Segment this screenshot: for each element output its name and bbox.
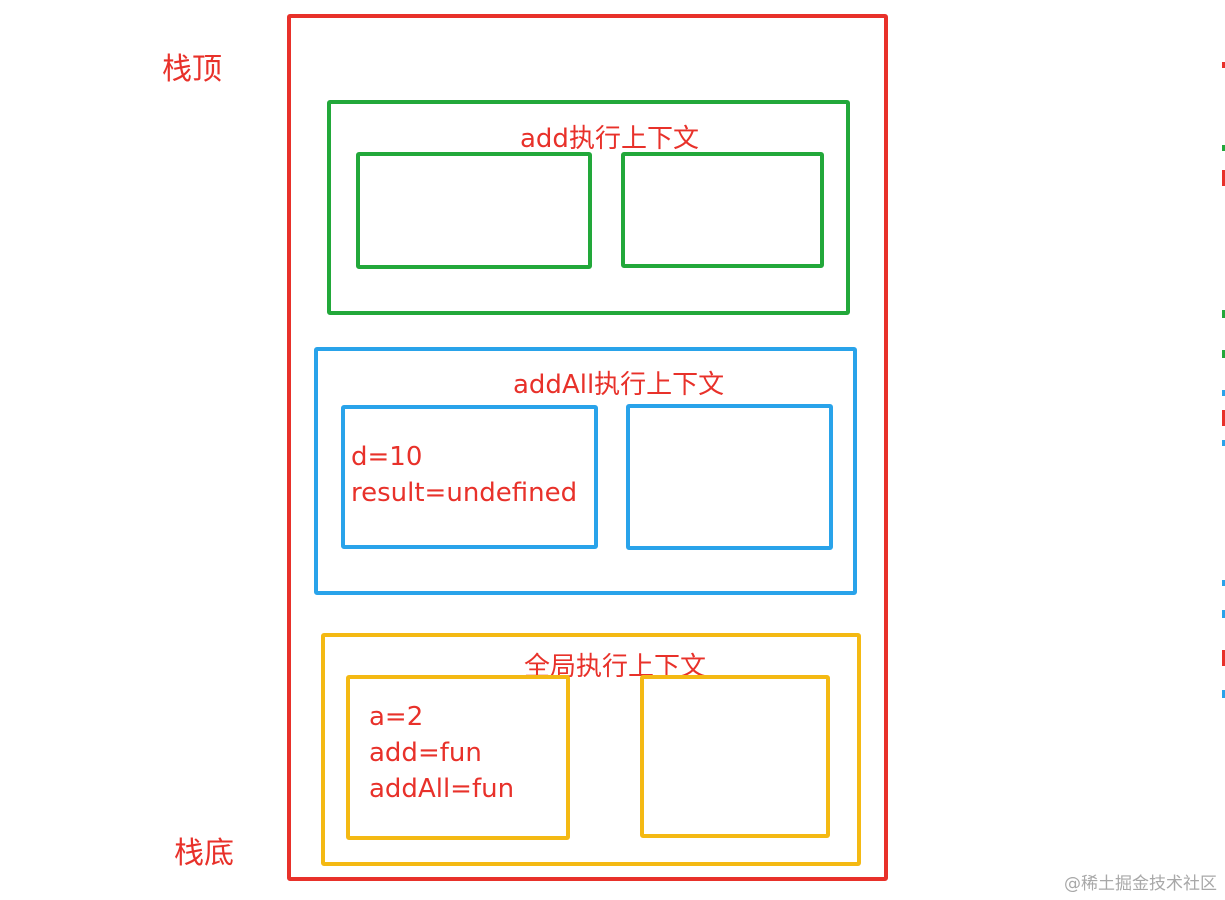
addall-variable-d: d=10 [351,442,423,472]
edge-mark [1222,440,1225,446]
stack-top-label: 栈顶 [162,52,222,87]
add-context-frame [327,100,850,315]
edge-mark [1222,62,1225,68]
call-stack-frame [287,14,888,881]
global-variable-add: add=fun [369,738,482,768]
global-variables: a=2 add=fun addAll=fun [369,699,514,807]
addall-variable-result: result=undefined [351,478,578,508]
add-context-title: add执行上下文 [520,124,699,154]
edge-mark [1222,350,1225,358]
add-variable-environment [356,152,592,269]
watermark: @稀土掘金技术社区 [1064,874,1217,894]
stack-bottom-label: 栈底 [174,836,234,871]
addall-variable-environment [341,405,598,549]
edge-mark [1222,310,1225,318]
edge-mark [1222,145,1225,151]
edge-mark [1222,390,1225,396]
edge-mark [1222,650,1225,666]
add-lexical-environment [621,152,824,268]
global-variable-addall: addAll=fun [369,774,515,804]
addall-variables: d=10 result=undefined [351,439,577,511]
global-lexical-environment [640,675,830,838]
edge-mark [1222,610,1225,618]
addall-lexical-environment [626,404,833,550]
edge-mark [1222,580,1225,586]
edge-mark [1222,690,1225,698]
global-variable-a: a=2 [369,702,424,732]
global-context-frame [321,633,861,866]
addall-context-frame [314,347,857,595]
edge-mark [1222,170,1225,186]
edge-mark [1222,410,1225,426]
global-variable-environment [346,675,570,840]
addall-context-title: addAll执行上下文 [513,370,725,400]
